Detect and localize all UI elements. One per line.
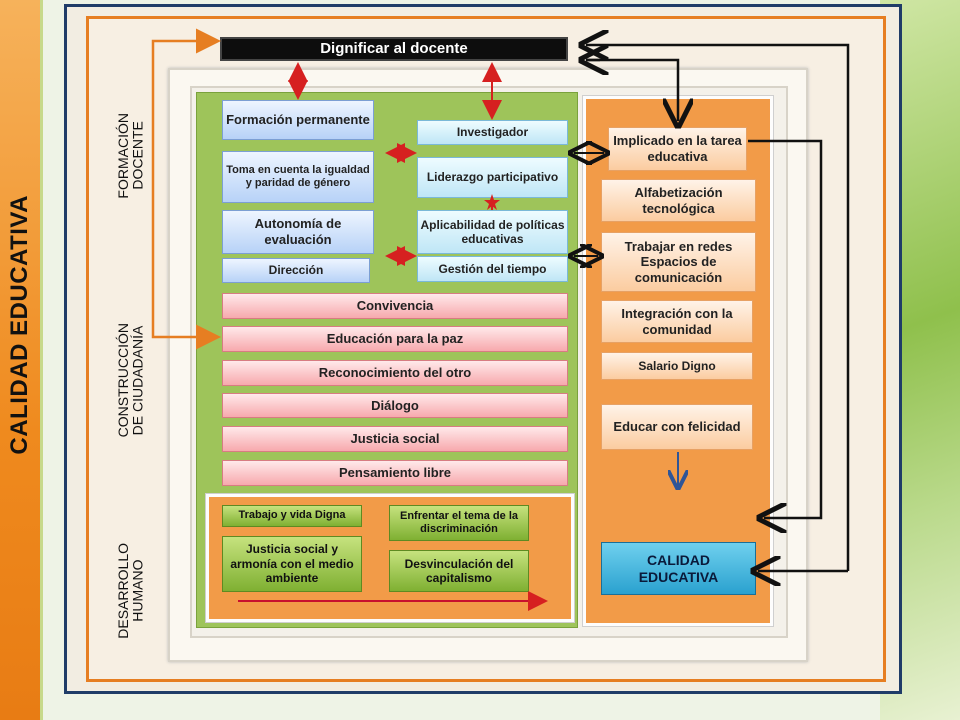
calidad-educativa-box: CALIDAD EDUCATIVA [601,542,756,595]
left-band-line [40,0,43,720]
dignificar-box: Dignificar al docente [220,37,568,61]
formacion-mid-item: Investigador [417,120,568,145]
ciudadania-item: Justicia social [222,426,568,452]
right-item: Integración con la comunidad [601,300,753,343]
ciudadania-item: Reconocimiento del otro [222,360,568,386]
formacion-item: Toma en cuenta la igualdad y paridad de … [222,151,374,203]
formacion-mid-item: Gestión del tiempo [417,256,568,282]
desarrollo-item: Justicia social y armonía con el medio a… [222,536,362,592]
formacion-mid-item: Liderazgo participativo [417,157,568,198]
black-loop-arrow [748,139,823,518]
formacion-mid-item: Aplicabilidad de políticas educativas [417,210,568,254]
ciudadania-item: Educación para la paz [222,326,568,352]
black-loop-arrow [586,58,678,121]
red-star-icon [484,194,500,210]
formacion-item: Formación permanente [222,100,374,140]
orange-bracket-arrow [151,39,216,339]
ciudadania-item: Diálogo [222,393,568,418]
right-item: Educar con felicidad [601,404,753,450]
desarrollo-item: Trabajo y vida Digna [222,505,362,527]
right-item: Salario Digno [601,352,753,380]
black-loop-arrow [586,45,850,571]
formacion-item: Autonomía de evaluación [222,210,374,254]
desarrollo-item: Enfrentar el tema de la discriminación [389,505,529,541]
right-item: Trabajar en redes Espacios de comunicaci… [601,232,756,292]
formacion-item: Dirección [222,258,370,283]
ciudadania-item: Pensamiento libre [222,460,568,486]
desarrollo-item: Desvinculación del capitalismo [389,550,529,592]
right-item: Alfabetización tecnológica [601,179,756,222]
ciudadania-item: Convivencia [222,293,568,319]
